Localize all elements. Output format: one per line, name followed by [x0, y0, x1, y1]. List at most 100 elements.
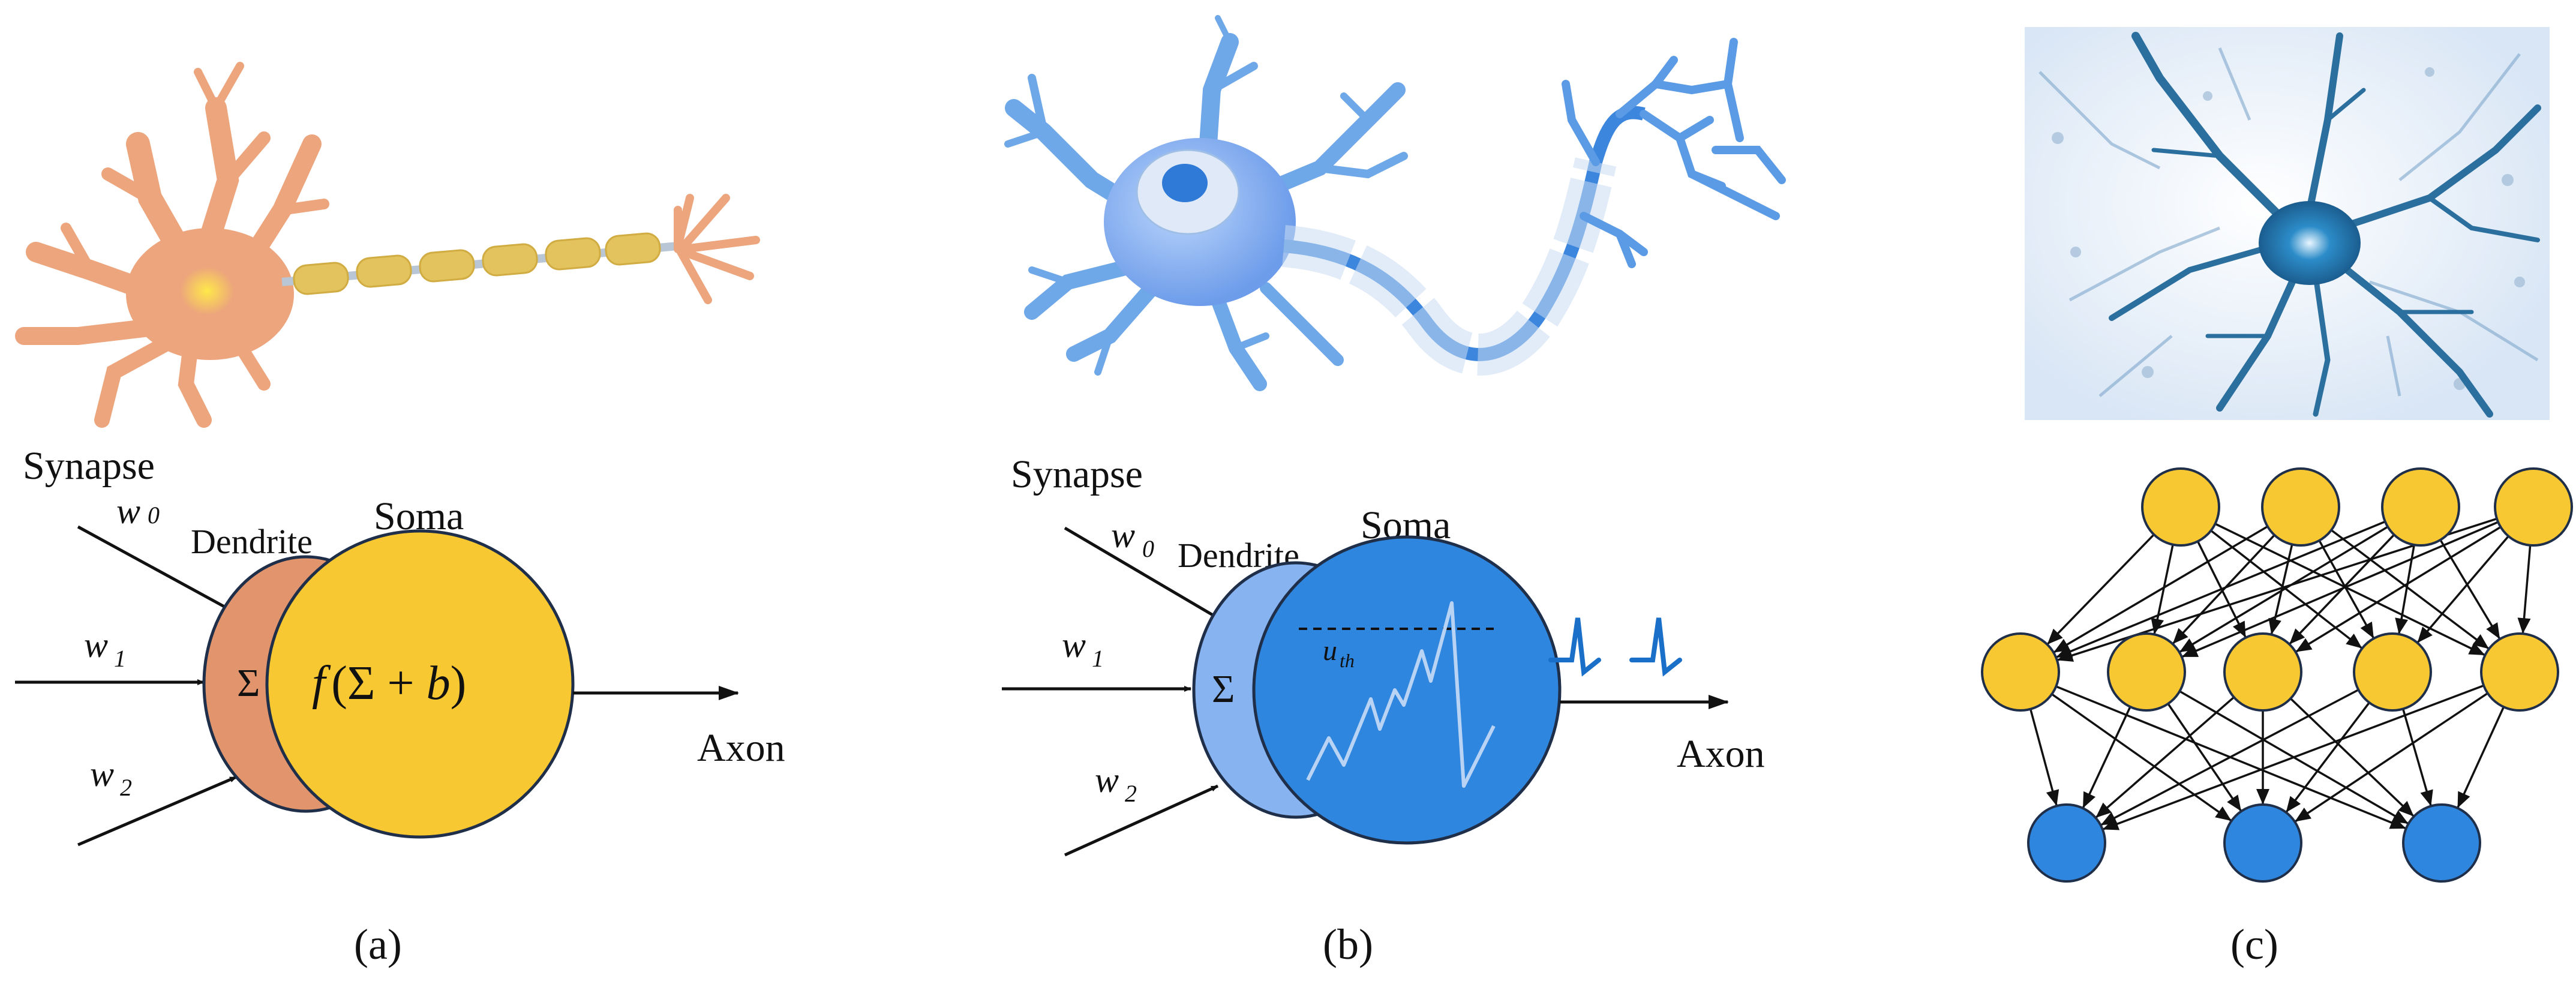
synapse-label-b: Synapse [1011, 452, 1143, 496]
edge-l1-1-to-0 [2082, 706, 2131, 809]
panel-c-network: (c) [1981, 467, 2573, 968]
axon-terminal [674, 194, 760, 304]
edge-l0-0-to-0 [2046, 533, 2155, 646]
edge-l1-4-to-0 [2102, 684, 2484, 831]
edge-l1-0-to-1 [2051, 693, 2232, 822]
edge-l0-1-to-3-head [2360, 622, 2374, 639]
input-arrow-w2 [77, 775, 237, 847]
edge-l1-0-to-0 [2029, 709, 2058, 806]
edge-l0-2-to-4 [2439, 539, 2501, 640]
network-node-l1-3 [2353, 632, 2432, 712]
edge-l0-0-to-2-head [2233, 620, 2246, 638]
edge-l1-3-to-1-head [2286, 796, 2301, 812]
edge-l0-3-to-2 [2295, 526, 2502, 653]
input-arrow-b-w0 [1064, 526, 1219, 620]
edge-l1-3-to-1 [2285, 701, 2370, 814]
edge-l0-1-to-4 [2331, 529, 2490, 650]
edge-l1-4-to-0-head [2102, 817, 2120, 830]
spike-1 [1548, 617, 1601, 677]
edge-l0-1-to-3 [2318, 540, 2375, 639]
edge-l0-3-to-1 [2181, 521, 2499, 658]
edge-l1-1-to-0-head [2083, 791, 2096, 809]
edge-l1-3-to-2-head [2420, 789, 2433, 806]
network-node-l2-2 [2402, 803, 2481, 883]
edge-l0-0-to-4 [2214, 523, 2486, 656]
network-node-l2-0 [2027, 803, 2106, 883]
edge-l0-2-to-3-head [2395, 617, 2409, 634]
edge-l0-0-to-0-head [2047, 628, 2063, 645]
axon-label: Axon [697, 726, 785, 770]
network-node-l0-3 [2494, 467, 2573, 547]
sigma-symbol-b: Σ [1212, 667, 1235, 711]
panel-b-neuron-illustration [1004, 15, 1786, 391]
edge-l0-3-to-2-head [2295, 638, 2313, 652]
edge-l0-2-to-1 [2178, 526, 2389, 653]
edge-l0-0-to-4-head [2468, 642, 2485, 655]
edge-l1-2-to-0-head [2095, 802, 2112, 818]
edge-l0-1-to-4-head [2472, 634, 2489, 649]
edge-l0-2-to-2-head [2289, 628, 2305, 644]
edge-l0-0-to-3-head [2346, 634, 2362, 649]
edge-l1-1-to-2-head [2391, 810, 2409, 824]
caption-a: (a) [354, 920, 402, 968]
nucleus [180, 267, 234, 315]
edge-l1-3-to-2 [2402, 709, 2432, 806]
edge-l0-3-to-3 [2416, 535, 2509, 644]
edge-l1-4-to-1-head [2295, 807, 2312, 822]
axon-terminal-b [1562, 38, 1786, 268]
edge-l0-2-to-0 [2055, 520, 2386, 659]
input-arrow-b-w2 [1064, 784, 1219, 857]
network-node-l0-2 [2381, 467, 2460, 547]
edge-l0-1-to-1 [2172, 534, 2275, 645]
edge-l0-1-to-1-head [2172, 628, 2188, 644]
spike-train [1548, 617, 1682, 677]
edge-l0-2-to-4-head [2486, 622, 2500, 640]
dendrite-label: Dendrite [191, 522, 313, 561]
edge-l1-4-to-1 [2294, 692, 2488, 823]
edge-l1-4-to-2 [2456, 706, 2505, 809]
edge-l0-3-to-4-head [2517, 617, 2531, 634]
edge-l1-2-to-0 [2095, 696, 2235, 819]
edge-l1-3-to-0 [2100, 689, 2359, 826]
edge-l0-1-to-0 [2053, 525, 2268, 654]
input-arrow-w0 [77, 525, 238, 615]
network-node-l1-0 [1981, 632, 2060, 712]
network-node-l0-0 [2141, 467, 2220, 547]
soma-node [265, 529, 575, 839]
network-node-l1-1 [2107, 632, 2186, 712]
caption-c: (c) [2230, 920, 2278, 968]
myelin-sheath [293, 232, 661, 295]
edge-l1-4-to-2-head [2457, 791, 2470, 808]
panel-a-neuron-illustration [15, 62, 760, 428]
soma-node-b [1252, 535, 1562, 845]
network-node-l0-1 [2261, 467, 2340, 547]
edge-l1-2-to-2-head [2398, 800, 2414, 817]
axon-label-b: Axon [1677, 732, 1765, 776]
edge-l1-1-to-1-head [2227, 794, 2241, 812]
activation-function: f(Σ + b) [312, 657, 466, 710]
edge-l0-3-to-3-head [2417, 626, 2433, 643]
edge-l0-3-to-0-head [2056, 649, 2074, 662]
edge-l0-0-to-3 [2210, 529, 2363, 650]
network-node-l1-2 [2223, 632, 2302, 712]
spike-2 [1629, 617, 1682, 677]
sigma-symbol: Σ [237, 661, 260, 705]
edge-l0-1-to-2-head [2268, 617, 2281, 635]
edge-l1-1-to-1 [2167, 703, 2242, 812]
panel-c-neuron-photo [2025, 27, 2550, 420]
edge-l1-0-to-1-head [2215, 806, 2232, 821]
photo-neuron-soma [2259, 201, 2361, 285]
network-nodes [1981, 467, 2573, 883]
edge-l1-2-to-1-head [2256, 789, 2269, 805]
network-node-l2-1 [2223, 803, 2302, 883]
edge-l0-0-to-1-head [2151, 617, 2164, 635]
